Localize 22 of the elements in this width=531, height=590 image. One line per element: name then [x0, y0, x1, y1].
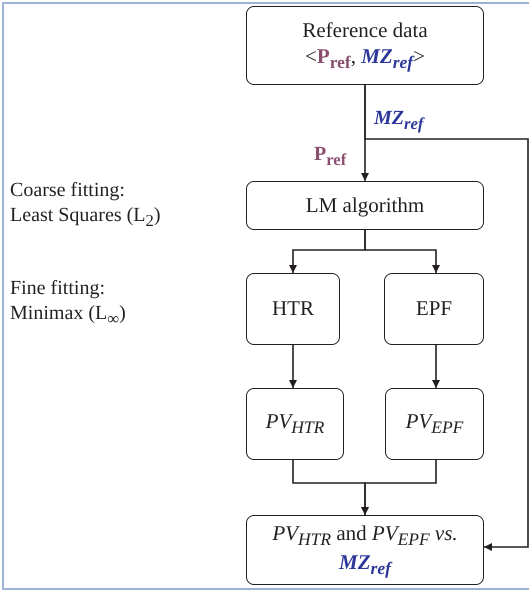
arrow	[364, 85, 529, 551]
node-text: PV$_{HTR}$	[266, 409, 324, 439]
node-text: LM algorithm	[306, 192, 424, 218]
process-box	[384, 273, 484, 345]
process-box	[246, 515, 484, 585]
process-box	[385, 388, 484, 460]
process-box	[246, 388, 344, 460]
process-box	[246, 273, 340, 345]
node-text: PV$_{EPF}$	[406, 409, 464, 439]
node-text: Reference data	[302, 18, 428, 44]
arrow	[432, 345, 440, 388]
arrow	[289, 345, 297, 388]
arrow	[361, 460, 437, 515]
node-text: <P$_{ref}$, MZ$_{ref}$>	[305, 44, 425, 73]
process-box	[246, 181, 484, 230]
annotation-text: Coarse fitting: Least Squares (L$_{2}$)	[10, 178, 162, 232]
node-text: HTR	[272, 296, 314, 322]
arrow	[364, 230, 440, 273]
process-box	[246, 6, 484, 85]
node-text: PV$_{HTR}$ and PV$_{EPF}$ vs. MZ$_{ref}$	[271, 520, 459, 580]
annotation-text: Fine fitting: Minimax (L$_{∞}$)	[10, 276, 127, 330]
node-text: EPF	[416, 296, 452, 322]
